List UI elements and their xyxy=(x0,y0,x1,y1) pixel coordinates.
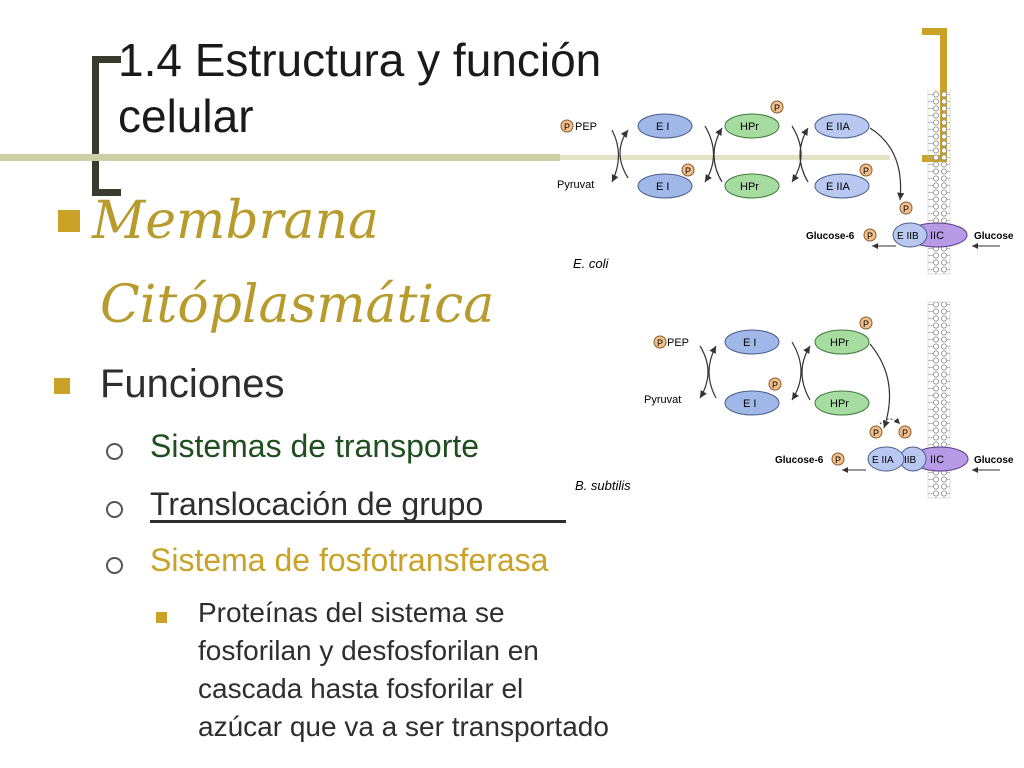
ecoli-organism: E. coli xyxy=(573,256,610,271)
heading-bullet xyxy=(58,210,80,232)
title-divider xyxy=(0,154,560,161)
sub-line-2: fosforilan y desfosforilan en xyxy=(198,635,539,666)
ecoli-eiia-top: E IIA xyxy=(826,121,851,133)
bsub-eiia: E IIA xyxy=(872,455,894,466)
item-sistemas-transporte: Sistemas de transporte xyxy=(150,428,480,464)
ecoli-glucose: Glucose xyxy=(974,231,1014,242)
ecoli-hpr-bottom: HPr xyxy=(740,181,759,193)
pts-diagram: P PEP Pyruvat E I E I P HPr P HPr E IIA … xyxy=(557,90,1014,499)
heading-line-1: Membrana xyxy=(92,191,379,251)
ecoli-iic: IIC xyxy=(930,230,944,242)
svg-text:P: P xyxy=(657,338,663,348)
ecoli-eiib: E IIB xyxy=(897,231,919,242)
heading-line-2: Citóplasmática xyxy=(100,275,495,335)
item2-bullet xyxy=(106,501,123,518)
bsub-pep-label: PEP xyxy=(667,337,689,349)
sub-line-1: Proteínas del sistema se xyxy=(198,597,505,628)
funciones-label: Funciones xyxy=(100,362,285,406)
sub-line-3: cascada hasta fosforilar el xyxy=(198,673,524,704)
svg-text:P: P xyxy=(772,380,778,390)
svg-text:P: P xyxy=(867,231,873,241)
bsub-glucose6: Glucose-6 xyxy=(775,455,824,466)
item-translocacion-grupo: Translocación de grupo xyxy=(150,486,484,522)
item3-bullet xyxy=(106,557,123,574)
sub-bullet xyxy=(156,612,167,623)
ecoli-pep-label: PEP xyxy=(575,121,597,133)
ecoli-pathway: P PEP Pyruvat E I E I P HPr P HPr E IIA … xyxy=(557,100,1014,271)
ecoli-pyruvat-label: Pyruvat xyxy=(557,179,594,191)
ecoli-hpr-top: HPr xyxy=(740,121,759,133)
bsub-ei-top: E I xyxy=(743,337,756,349)
left-bracket-decoration xyxy=(92,56,121,196)
ecoli-pep-p: P xyxy=(564,122,570,132)
bsub-organism: B. subtilis xyxy=(575,478,631,493)
item2-underline xyxy=(150,520,566,523)
svg-text:P: P xyxy=(903,204,909,214)
svg-text:P: P xyxy=(902,428,908,438)
item-sistema-fosfotransferasa: Sistema de fosfotransferasa xyxy=(150,542,549,578)
bsub-hpr-top: HPr xyxy=(830,337,849,349)
svg-text:P: P xyxy=(873,428,879,438)
ecoli-ei-top: E I xyxy=(656,121,669,133)
ecoli-ei-bottom: E I xyxy=(656,181,669,193)
ecoli-eiia-bottom: E IIA xyxy=(826,181,851,193)
slide-title: 1.4 Estructura y función celular xyxy=(118,32,738,144)
sub-description: Proteínas del sistema se fosforilan y de… xyxy=(198,594,718,746)
svg-text:P: P xyxy=(835,455,841,465)
svg-text:P: P xyxy=(863,319,869,329)
title-divider-light xyxy=(560,155,890,160)
item1-bullet xyxy=(106,443,123,460)
bsub-iib: IIB xyxy=(904,455,917,466)
ecoli-glucose6: Glucose-6 xyxy=(806,231,855,242)
bsub-glucose: Glucose xyxy=(974,455,1014,466)
svg-text:P: P xyxy=(863,166,869,176)
sub-line-4: azúcar que va a ser transportado xyxy=(198,711,609,742)
bsub-iic: IIC xyxy=(930,454,944,466)
svg-text:P: P xyxy=(685,166,691,176)
bsubtilis-pathway: P PEP Pyruvat E I E I P HPr P HPr P P E … xyxy=(575,316,1014,493)
bsub-ei-bottom: E I xyxy=(743,398,756,410)
title-line-1: 1.4 Estructura y función xyxy=(118,34,602,86)
bsub-hpr-bottom: HPr xyxy=(830,398,849,410)
funciones-bullet xyxy=(54,378,70,394)
title-line-2: celular xyxy=(118,90,254,142)
svg-text:P: P xyxy=(774,103,780,113)
bsub-pyruvat-label: Pyruvat xyxy=(644,394,681,406)
